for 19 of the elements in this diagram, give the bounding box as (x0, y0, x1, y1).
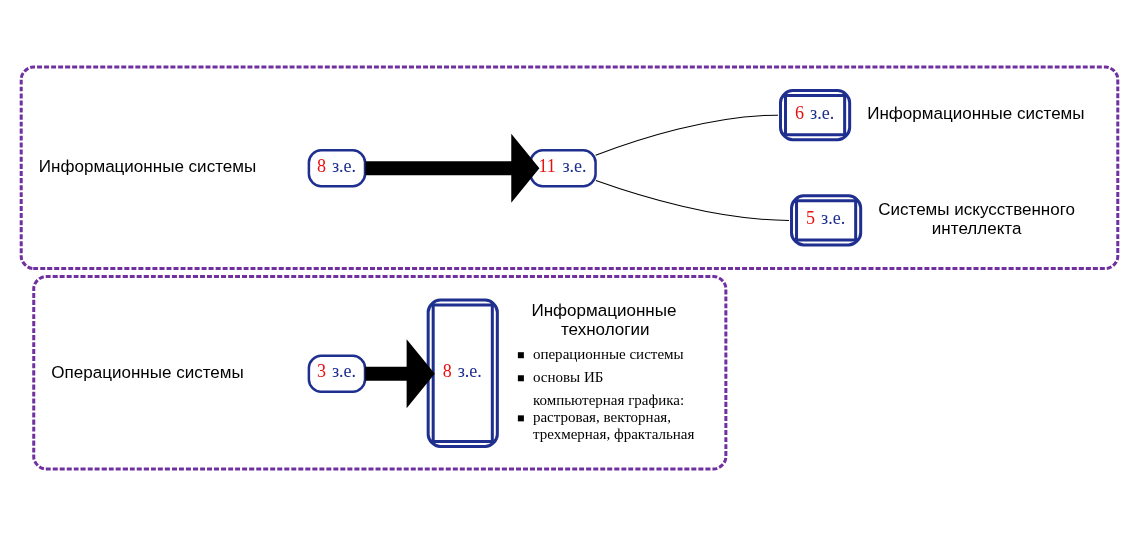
node-box: 6 з.е. (779, 89, 852, 142)
cluster (19, 65, 1120, 270)
node-text: Операционные системы (51, 362, 244, 382)
cluster (32, 275, 728, 471)
connector (595, 180, 790, 221)
node-label: основы ИБ (532, 368, 604, 385)
node-box: 5 з.е. (790, 194, 863, 247)
node-label: операционные системы (532, 345, 684, 362)
node-label: Системы искусственного интеллекта (878, 199, 1076, 239)
node-label: Информационные технологии (531, 301, 677, 340)
arrow (365, 339, 435, 409)
node-text: Информационные системы (38, 157, 257, 177)
node-box: 11 з.е. (529, 148, 597, 188)
arrow (365, 133, 540, 203)
node-label: Информационные системы (867, 104, 1085, 124)
node-box: 8 з.е. (307, 148, 367, 188)
node-box: 3 з.е. (307, 354, 367, 394)
connector (595, 114, 779, 156)
node-label: компьютерная графика: растровая, векторная, трехмерная, фрактальная (532, 391, 695, 442)
